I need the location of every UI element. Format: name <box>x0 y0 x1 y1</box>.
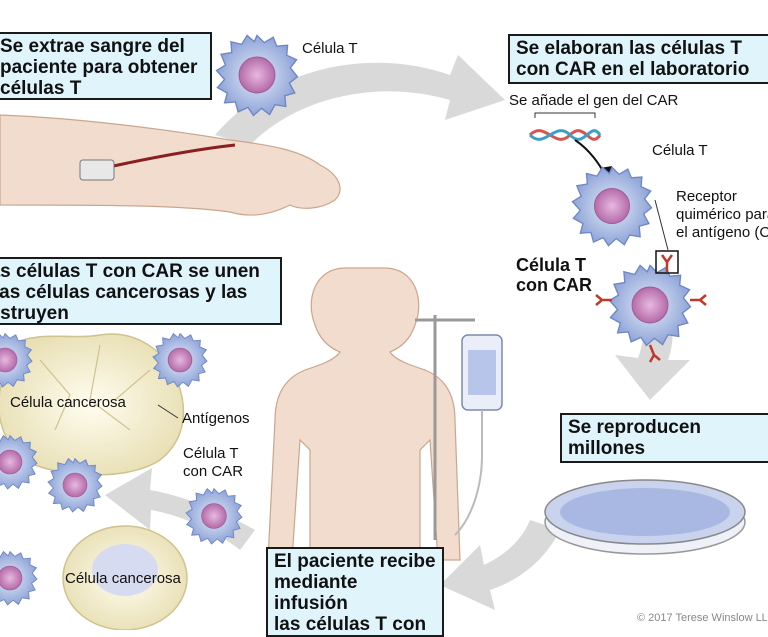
step1-box: Se extrae sangre del paciente para obten… <box>0 32 212 100</box>
car-t-cell-lab-icon <box>608 264 692 347</box>
dna-gene-icon <box>528 112 612 180</box>
t-cell-top-label: Célula T <box>302 40 358 57</box>
receptor-highlight-box <box>655 250 679 274</box>
copyright-text: © 2017 Terese Winslow LLC U.S. Govt. has… <box>637 612 767 624</box>
antigen-pointer <box>157 404 179 419</box>
receptor-icon <box>595 254 707 363</box>
antigens-label: Antígenos <box>182 410 250 427</box>
t-cell-lab-label: Célula T <box>652 142 708 159</box>
iv-bag-icon <box>415 315 503 540</box>
flow-arrow-2 <box>615 295 690 400</box>
step5-box: Las células T con CAR se unen a las célu… <box>0 257 282 325</box>
step4-box: El paciente recibe mediante infusión las… <box>266 547 444 637</box>
cancer-cell-1-label: Célula cancerosa <box>10 394 126 411</box>
receptor-label: Receptor quimérico para el antígeno (CAR… <box>676 188 768 241</box>
step2-box: Se elaboran las células T con CAR en el … <box>508 34 768 84</box>
petri-dish-icon <box>544 479 746 555</box>
car-t-cell-left-5-icon <box>185 488 243 545</box>
cancer-cell-2-label: Célula cancerosa <box>65 570 181 587</box>
receptor-pointer <box>654 199 669 251</box>
gene-added-label: Se añade el gen del CAR <box>509 92 679 109</box>
car-t-cell-left-6-icon <box>0 551 38 606</box>
cancer-cell-1-icon <box>0 333 185 476</box>
patient-arm <box>0 114 341 216</box>
cancer-cell-2-icon <box>62 525 188 631</box>
t-cell-lab-icon <box>571 166 653 247</box>
t-cell-top-icon <box>215 34 299 117</box>
step3-box: Se reproducen millones de células T con … <box>560 413 768 463</box>
car-t-lab-label: Célula T con CAR <box>516 255 592 295</box>
car-t-left-label: Célula T con CAR <box>183 445 244 480</box>
flow-arrow-1 <box>215 55 505 145</box>
flow-arrow-3 <box>440 520 560 610</box>
iv-catheter <box>79 159 115 181</box>
